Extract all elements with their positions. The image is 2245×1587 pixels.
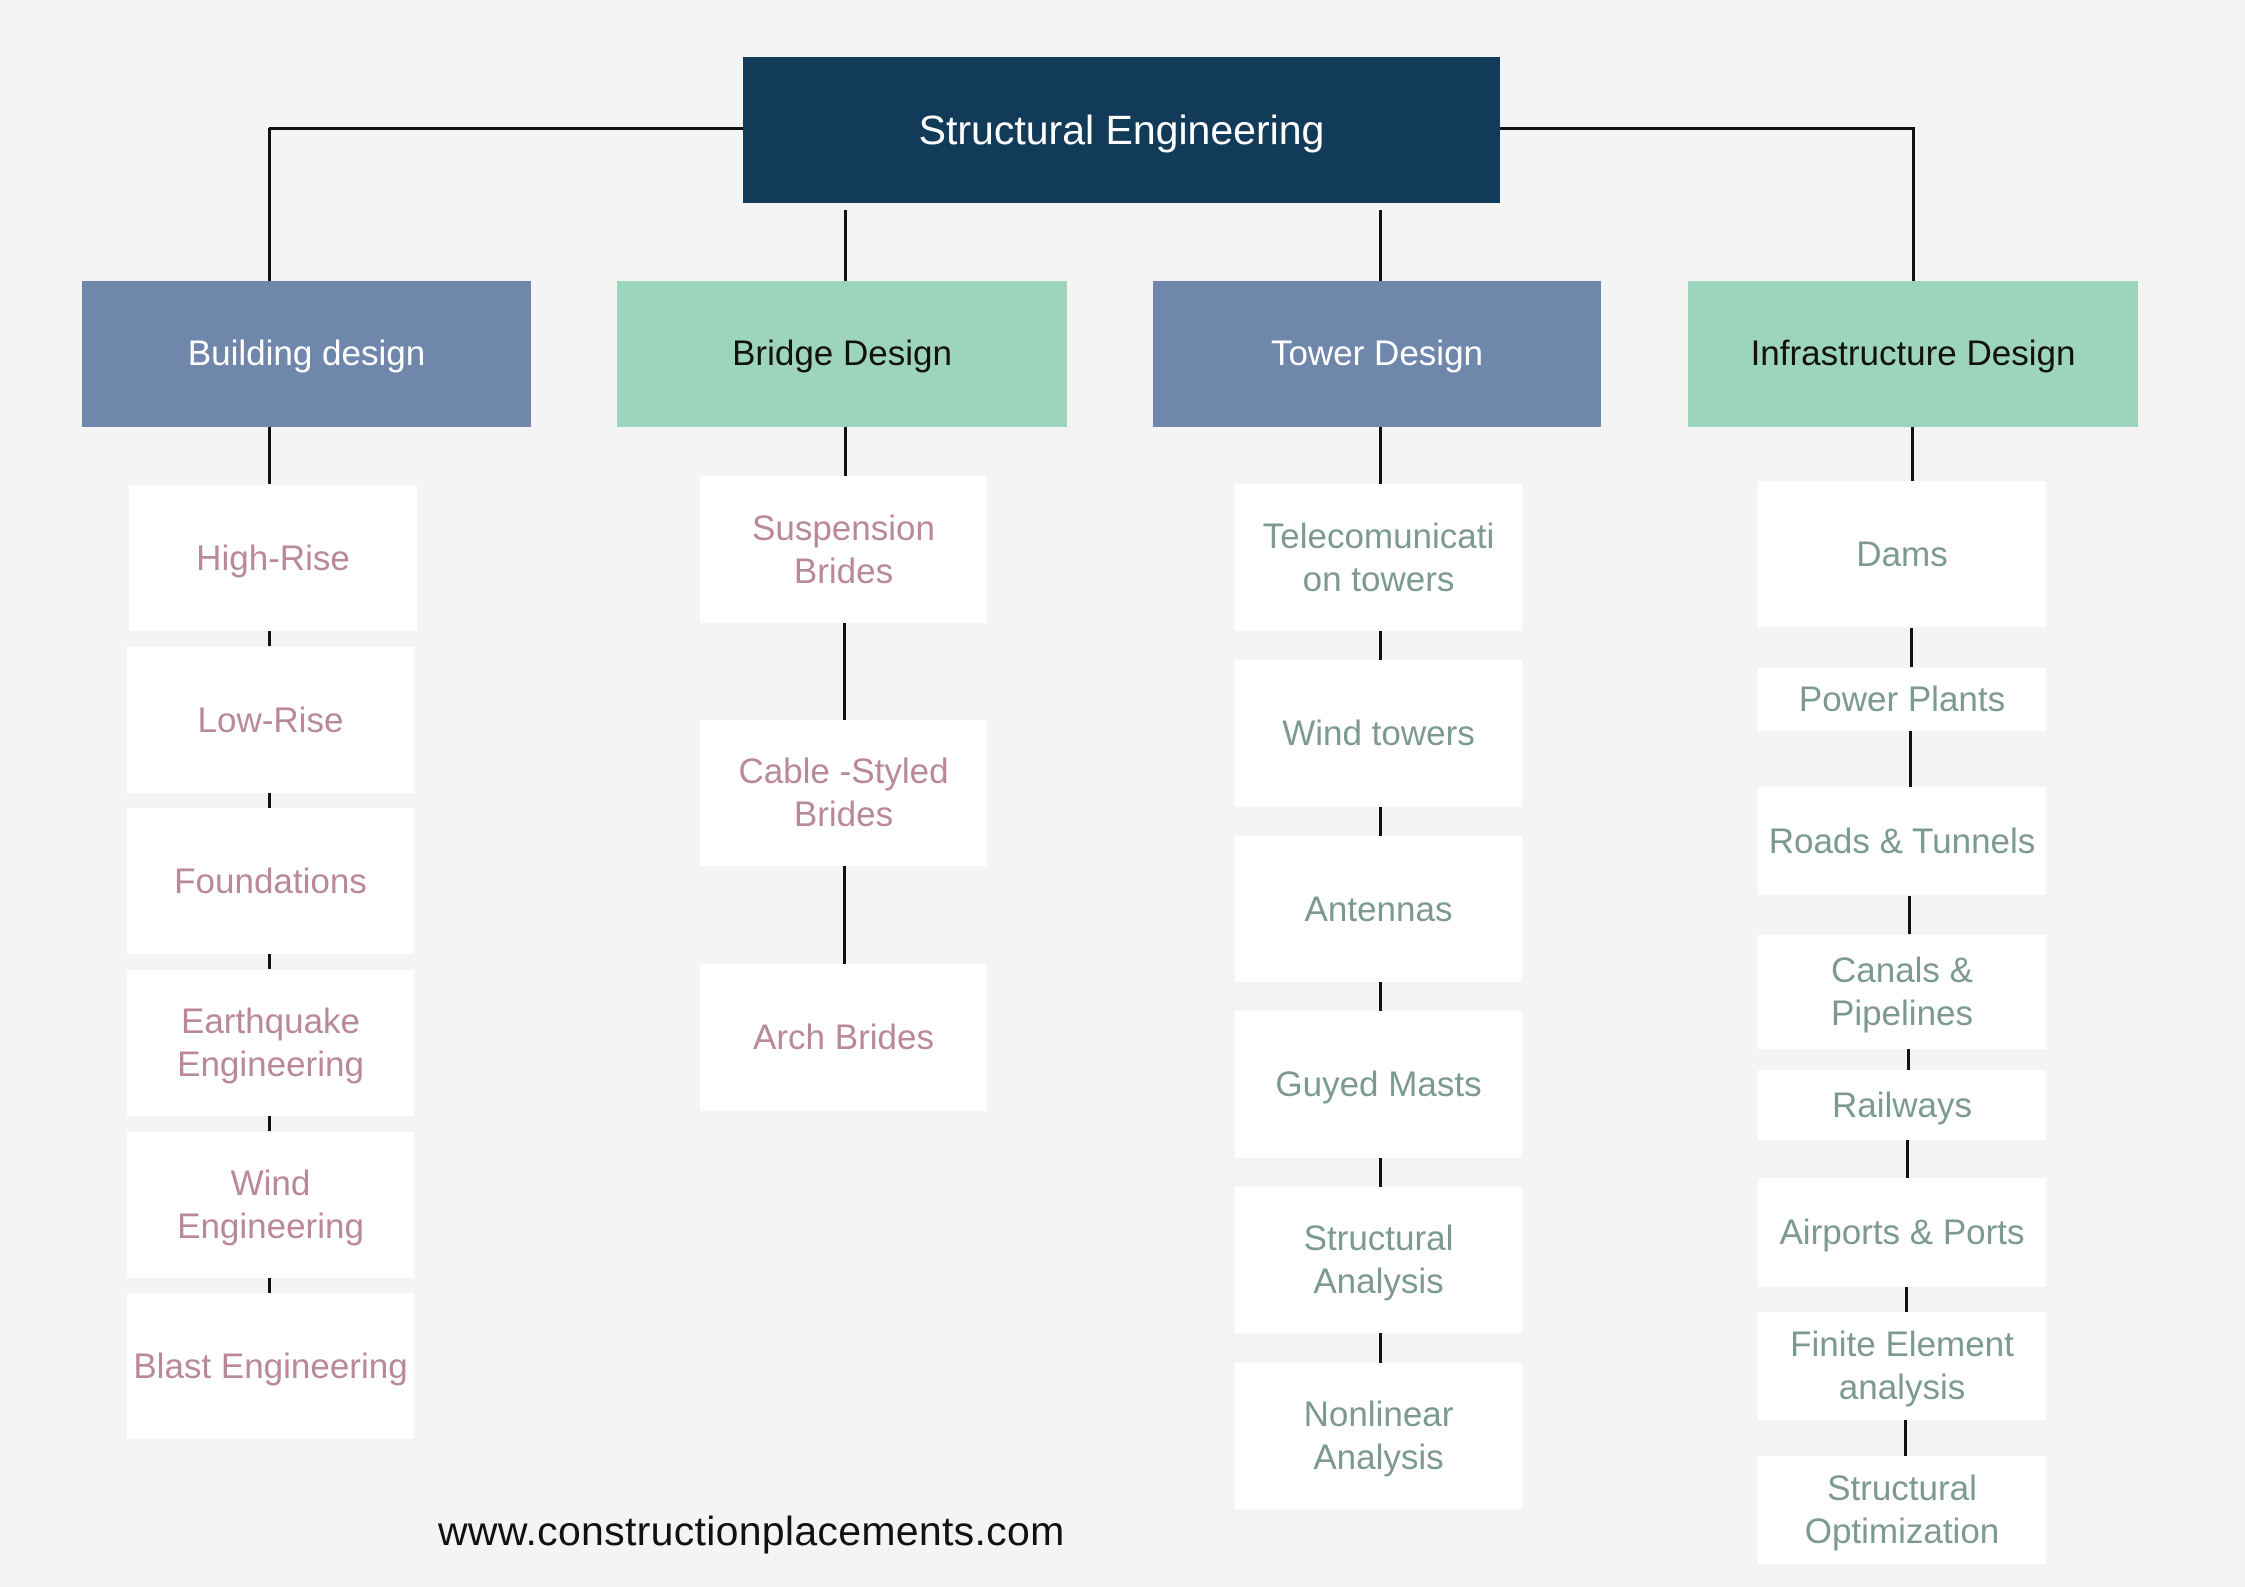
leaf-label: Power Plants [1798, 680, 2006, 719]
leaf-label: Earthquake Engineering [177, 1002, 364, 1084]
leaf-label: Low-Rise [197, 700, 344, 740]
connector [268, 1116, 271, 1131]
root-label: Structural Engineering [918, 106, 1325, 153]
leaf-structural-analysis: Structural Analysis [1235, 1187, 1522, 1333]
category-label: Tower Design [1270, 334, 1484, 373]
leaf-nonlinear-analysis: Nonlinear Analysis [1235, 1363, 1522, 1509]
connector [1904, 1420, 1907, 1456]
connector [843, 623, 846, 720]
leaf-label: Dams [1856, 534, 1948, 574]
leaf-antennas: Antennas [1235, 836, 1522, 982]
leaf-wind-towers: Wind towers [1235, 660, 1522, 807]
footer-url[interactable]: www.constructionplacements.com [438, 1508, 1065, 1554]
connector [1379, 1158, 1382, 1187]
connector [1909, 731, 1912, 787]
leaf-earthquake-engineering: Earthquake Engineering [127, 970, 414, 1116]
connector [1379, 807, 1382, 836]
connector [1379, 982, 1382, 1011]
connector-root-left [269, 127, 743, 130]
leaf-structural-optimization: Structural Optimization [1758, 1456, 2046, 1564]
leaf-label: Cable -Styled Brides [738, 752, 949, 834]
leaf-low-rise: Low-Rise [127, 647, 414, 793]
leaf-label: Arch Brides [753, 1018, 934, 1057]
category-bridge-design: Bridge Design [617, 281, 1067, 427]
connector [1379, 1333, 1382, 1363]
leaf-guyed-masts: Guyed Masts [1235, 1011, 1522, 1158]
leaf-label: Guyed Masts [1275, 1065, 1482, 1104]
leaf-label: Railways [1831, 1085, 1973, 1125]
root-node: Structural Engineering [743, 57, 1500, 203]
connector-bridge-drop [844, 210, 847, 281]
connector [268, 793, 271, 808]
category-label: Bridge Design [732, 334, 952, 373]
category-infrastructure-design: Infrastructure Design [1688, 281, 2138, 427]
leaf-label: Nonlinear Analysis [1303, 1395, 1454, 1477]
leaf-label: Wind Engineering [177, 1164, 364, 1246]
leaf-label: Suspension Brides [752, 508, 935, 591]
leaf-label: Structural Optimization [1804, 1469, 2000, 1551]
leaf-label: Finite Element analysis [1790, 1325, 2014, 1407]
leaf-telecommunication-towers: Telecomunicati on towers [1235, 484, 1522, 631]
leaf-label: High-Rise [196, 538, 350, 578]
leaf-canals-pipelines: Canals & Pipelines [1758, 935, 2046, 1049]
leaf-dams: Dams [1758, 481, 2046, 627]
leaf-power-plants: Power Plants [1758, 668, 2046, 731]
leaf-blast-engineering: Blast Engineering [127, 1293, 414, 1439]
leaf-roads-tunnels: Roads & Tunnels [1758, 787, 2046, 895]
leaf-wind-engineering: Wind Engineering [127, 1132, 414, 1278]
connector [268, 427, 271, 484]
leaf-label: Airports & Ports [1779, 1213, 2025, 1252]
connector [1910, 628, 1913, 667]
leaf-cable-styled-brides: Cable -Styled Brides [700, 720, 987, 866]
connector-building-drop [268, 128, 271, 281]
leaf-finite-element-analysis: Finite Element analysis [1758, 1312, 2046, 1420]
leaf-label: Telecomunicati on towers [1262, 516, 1495, 599]
connector [268, 954, 271, 969]
connector [1906, 1140, 1909, 1178]
leaf-airports-ports: Airports & Ports [1758, 1178, 2046, 1287]
leaf-arch-brides: Arch Brides [700, 964, 987, 1111]
connector-root-right [1499, 127, 1915, 130]
category-tower-design: Tower Design [1153, 281, 1601, 427]
connector [268, 631, 271, 646]
leaf-suspension-brides: Suspension Brides [700, 476, 987, 623]
leaf-label: Roads & Tunnels [1768, 821, 2036, 861]
leaf-high-rise: High-Rise [129, 485, 417, 631]
category-label: Infrastructure Design [1750, 334, 2076, 373]
connector [1907, 1049, 1910, 1070]
connector [843, 866, 846, 964]
connector [844, 427, 847, 476]
leaf-label: Wind towers [1282, 714, 1475, 753]
category-building-design: Building design [82, 281, 531, 427]
leaf-foundations: Foundations [127, 808, 414, 954]
leaf-label: Canals & Pipelines [1830, 951, 1974, 1033]
category-label: Building design [187, 334, 426, 373]
leaf-label: Structural Analysis [1303, 1219, 1454, 1301]
connector [1905, 1287, 1908, 1312]
leaf-label: Antennas [1304, 889, 1453, 929]
connector [1911, 427, 1914, 481]
leaf-label: Foundations [174, 861, 367, 901]
connector-tower-drop [1379, 210, 1382, 281]
connector [1908, 896, 1911, 934]
leaf-railways: Railways [1758, 1070, 2046, 1140]
connector [1379, 427, 1382, 484]
leaf-label: Blast Engineering [133, 1346, 408, 1386]
connector [1379, 631, 1382, 660]
connector-infra-drop [1912, 128, 1915, 281]
connector [268, 1278, 271, 1293]
